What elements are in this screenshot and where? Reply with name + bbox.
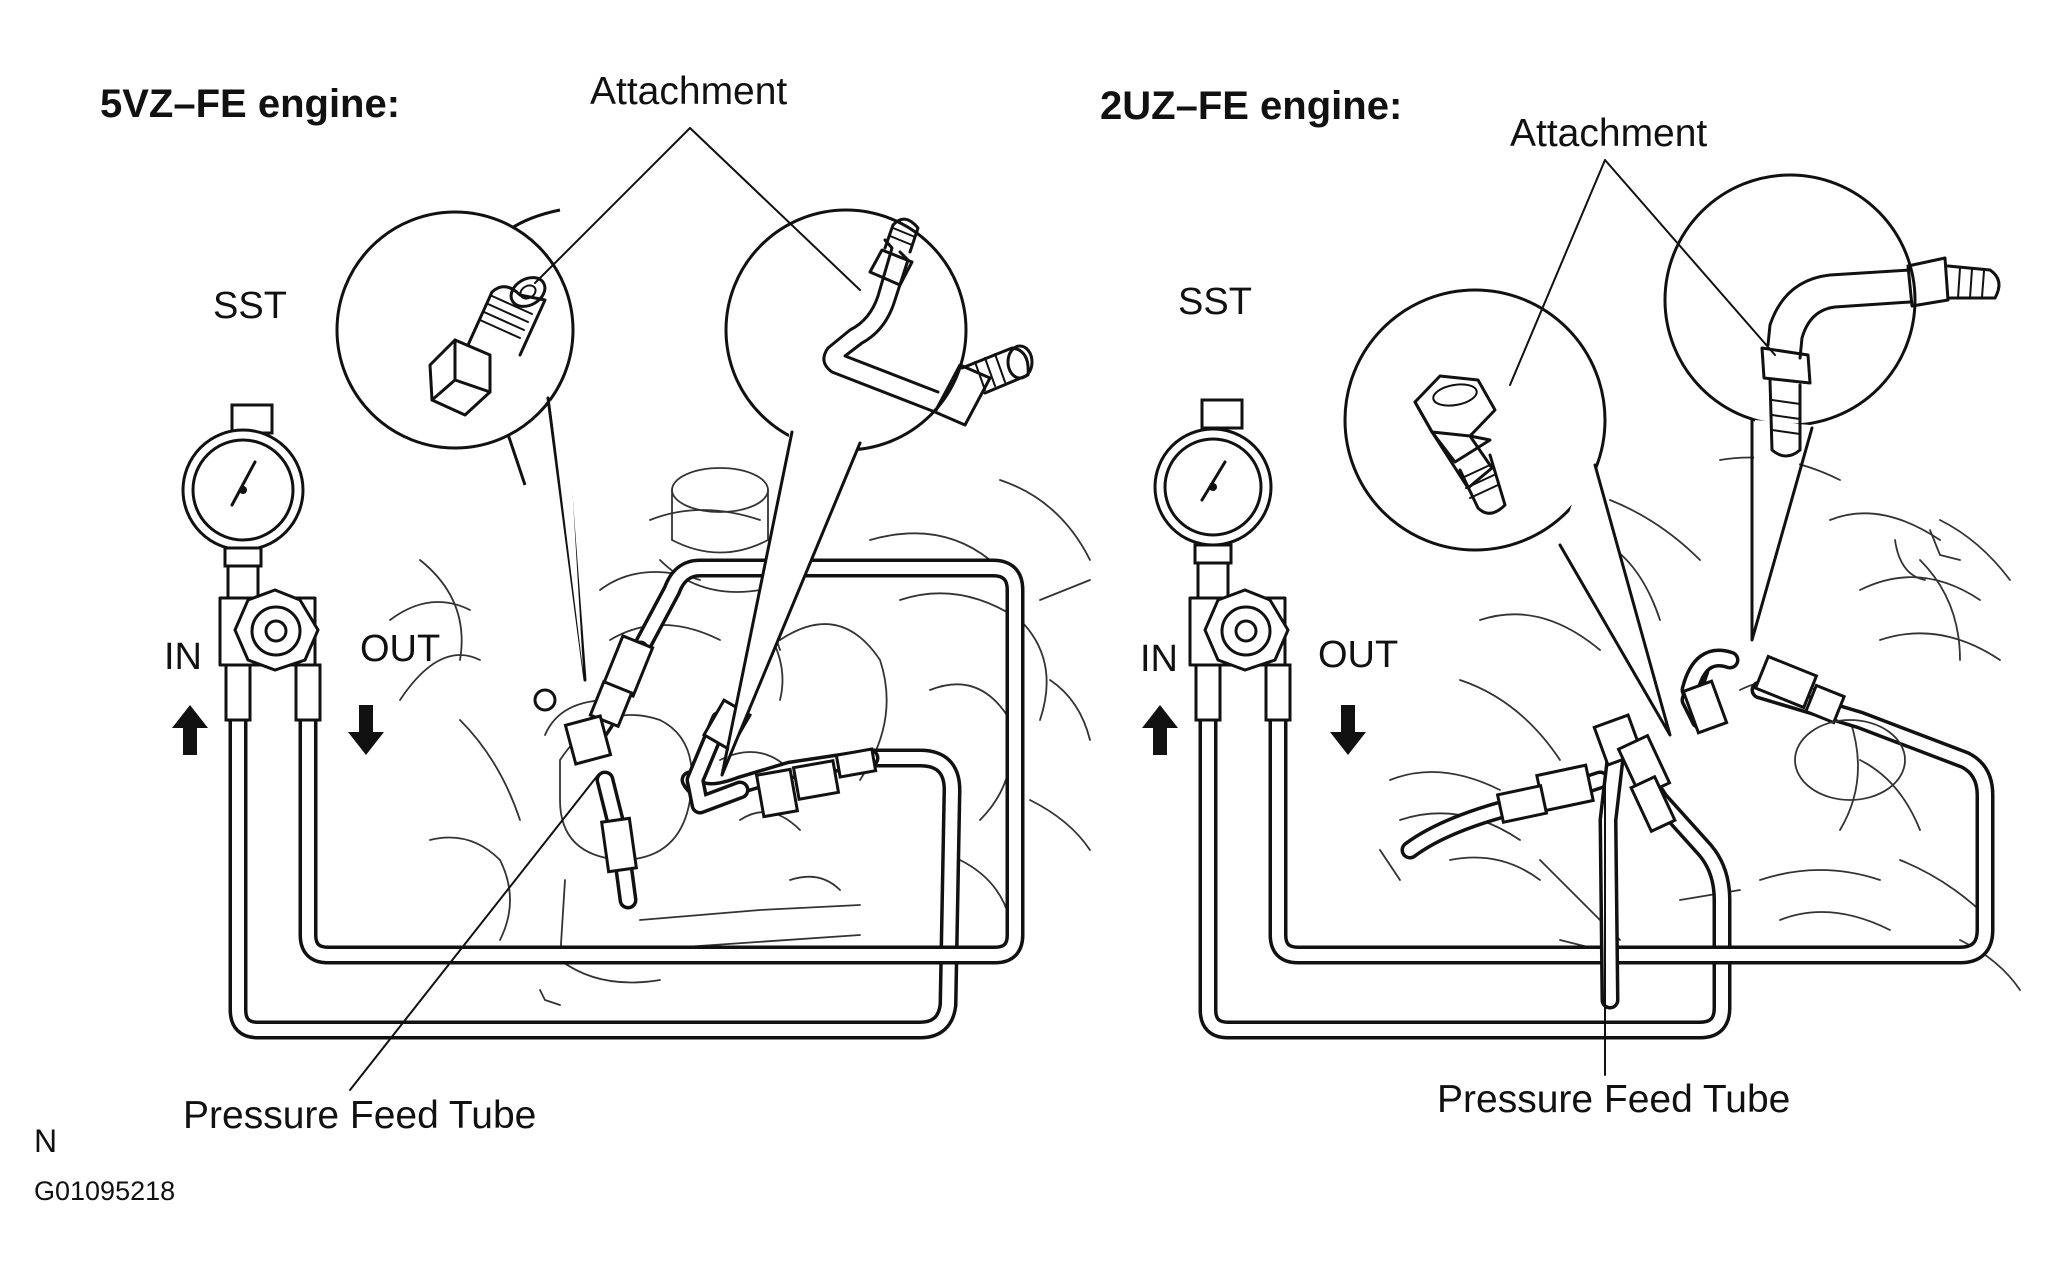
- attachment-part-bent: [822, 217, 1034, 427]
- arrow-down-icon: [348, 705, 384, 755]
- panel-2uz-fe: [1142, 159, 2021, 1076]
- panel-title-2uz-fe: 2UZ–FE engine:: [1100, 84, 1403, 128]
- magnifier-callout-right: [1663, 173, 2001, 642]
- panel-5vz-fe: [172, 127, 1091, 1091]
- arrow-down-icon: [1330, 705, 1366, 755]
- arrow-up-icon: [1142, 705, 1178, 755]
- in-label-5vz-fe: IN: [164, 636, 202, 678]
- leader-pressure-feed-tube: [349, 774, 599, 1091]
- in-label-2uz-fe: IN: [1140, 638, 1178, 680]
- magnifier-callout-left: [335, 208, 587, 682]
- magnifier-callout-right: [720, 208, 1034, 777]
- figure-code: G01095218: [34, 1176, 176, 1206]
- attachment-part-straight: [428, 276, 547, 417]
- pressure-feed-tube-label-2uz-fe: Pressure Feed Tube: [1437, 1078, 1791, 1121]
- leader-attachment-right: [1604, 159, 1776, 356]
- attachment-label-2uz-fe: Attachment: [1510, 112, 1708, 155]
- hose-fittings: [1495, 654, 1906, 834]
- out-label-2uz-fe: OUT: [1318, 634, 1399, 676]
- sst-pressure-gauge: [181, 403, 322, 722]
- sst-label-5vz-fe: SST: [213, 285, 287, 327]
- attachment-part-straight: [1413, 374, 1507, 515]
- leader-attachment-left: [534, 127, 691, 284]
- engine-sketch: [1379, 456, 2021, 991]
- arrow-up-icon: [172, 705, 208, 755]
- sst-pressure-gauge: [1153, 398, 1292, 722]
- leader-attachment-right: [689, 127, 861, 291]
- hose-lines: [1198, 648, 1995, 1040]
- panel-title-5vz-fe: 5VZ–FE engine:: [100, 82, 401, 126]
- engine-sketch: [389, 467, 1091, 1006]
- attachment-label-5vz-fe: Attachment: [590, 70, 788, 113]
- hose-fittings: [533, 633, 878, 874]
- sst-label-2uz-fe: SST: [1178, 281, 1252, 323]
- attachment-part-bent: [1760, 256, 2001, 458]
- pressure-feed-tube-label-5vz-fe: Pressure Feed Tube: [183, 1094, 537, 1137]
- magnifier-callout-left: [1343, 288, 1672, 737]
- leader-attachment-left: [1509, 159, 1606, 386]
- out-label-5vz-fe: OUT: [360, 628, 441, 670]
- footer-letter: N: [34, 1123, 58, 1159]
